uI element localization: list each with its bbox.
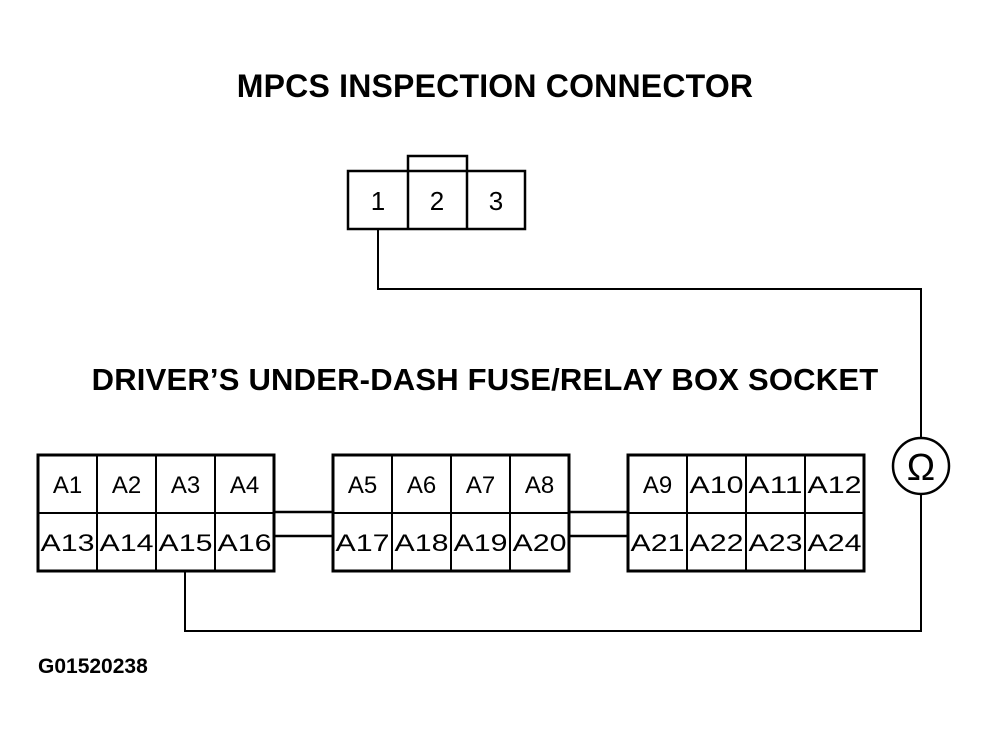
socket-terminal-a6: A6 [407, 472, 436, 499]
test-wire [184, 229, 922, 632]
connector-pin-2: 2 [430, 186, 444, 216]
socket-title: DRIVER’S UNDER-DASH FUSE/RELAY BOX SOCKE… [91, 362, 879, 397]
socket-terminal-a22: A22 [690, 530, 744, 557]
socket-terminal-a24: A24 [808, 530, 862, 557]
connector-pin-1: 1 [371, 186, 385, 216]
socket-terminal-a23: A23 [749, 530, 803, 557]
socket-terminal-a19: A19 [454, 530, 508, 557]
socket-terminal-a3: A3 [171, 472, 200, 499]
socket-terminal-a13: A13 [41, 530, 95, 557]
socket-terminal-a12: A12 [808, 472, 862, 499]
block-connectors [274, 510, 628, 538]
figure-code: G01520238 [38, 655, 148, 678]
socket-terminal-a20: A20 [513, 530, 567, 557]
connector-title: MPCS INSPECTION CONNECTOR [236, 68, 754, 104]
inspection-connector [346, 154, 527, 231]
socket-terminal-a11: A11 [749, 472, 803, 499]
socket-terminal-a4: A4 [230, 472, 259, 499]
socket-terminal-a2: A2 [112, 472, 141, 499]
socket-terminal-a5: A5 [348, 472, 377, 499]
socket-terminal-a9: A9 [643, 472, 672, 499]
socket-terminal-a10: A10 [690, 472, 744, 499]
socket-terminal-a8: A8 [525, 472, 554, 499]
wire-meter-to-a15 [184, 492, 922, 632]
wire-pin1-to-meter [377, 229, 922, 440]
socket-terminal-a15: A15 [159, 530, 213, 557]
ohmmeter-circle [891, 436, 951, 496]
socket-terminal-a21: A21 [631, 530, 685, 557]
connector-pin-labels: 1 2 3 [371, 186, 503, 216]
socket-terminal-a16: A16 [218, 530, 272, 557]
socket-terminal-a7: A7 [466, 472, 495, 499]
connector-pin-3: 3 [489, 186, 503, 216]
connector-lock-tab [406, 154, 469, 171]
socket-terminal-a14: A14 [100, 530, 154, 557]
ohm-icon: Ω [907, 447, 935, 489]
connector-body [346, 169, 527, 231]
ohmmeter: Ω [891, 436, 951, 496]
socket-terminal-a17: A17 [336, 530, 390, 557]
socket-terminal-a18: A18 [395, 530, 449, 557]
socket-terminal-a1: A1 [53, 472, 82, 499]
